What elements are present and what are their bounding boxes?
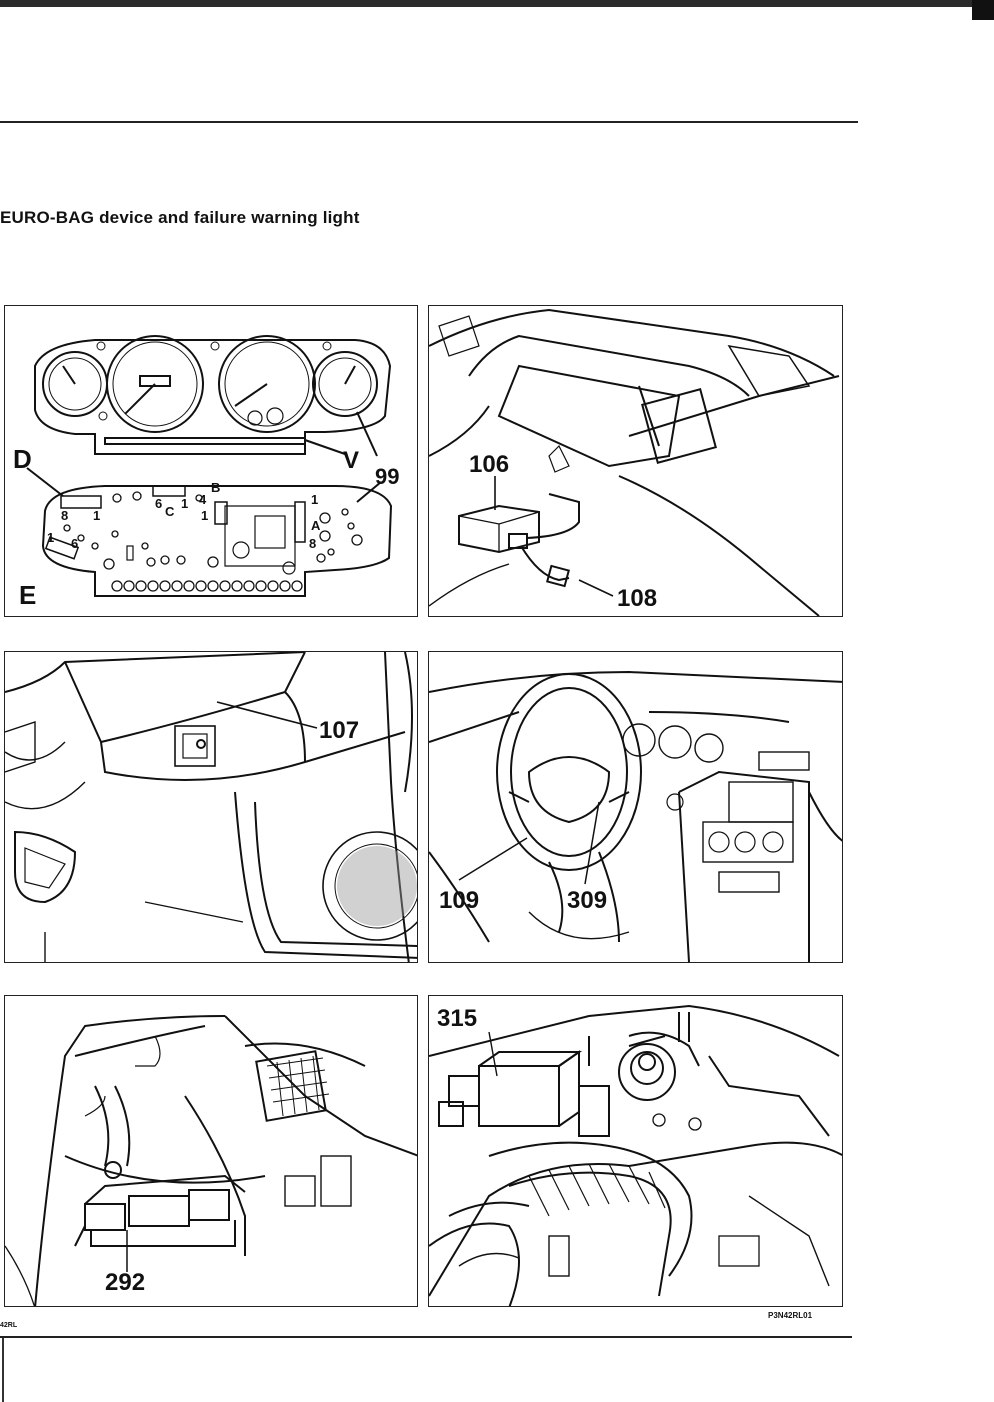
label-309: 309 [567,887,607,914]
label-d: D [13,444,32,474]
glovebox-module-figure: 106 108 [428,305,843,617]
label-108: 108 [617,585,657,612]
connector-label-b: B [211,480,220,495]
pin-label-1: 1 [93,508,100,523]
label-106: 106 [469,451,509,478]
engine-bay-drawing: 315 [429,1004,842,1306]
label-v: V [343,447,359,474]
pin-label-1e: 1 [47,530,54,545]
pin-label-4: 4 [199,492,207,507]
label-109: 109 [439,887,479,914]
footer-rule [0,1336,852,1338]
page-code: 42RL [0,1322,18,1329]
footwell-unit-drawing: 292 [5,1015,417,1306]
glovebox-door-figure: 107 [4,651,418,963]
glovebox-module-drawing: 106 108 [429,308,840,616]
pin-label-8: 8 [61,508,68,523]
footwell-unit-figure: 292 [4,995,418,1307]
engine-bay-figure: 315 [428,995,843,1307]
label-107: 107 [319,717,359,744]
scan-corner-mark [972,0,994,20]
connector-label-c: C [165,504,175,519]
pin-label-1c: 1 [201,508,208,523]
label-99: 99 [375,464,399,489]
figure-reference-code: P3N42RL01 [768,1311,813,1320]
scan-left-edge [2,1338,4,1402]
connector-pin-row [111,580,303,592]
steering-wheel-figure: 109 309 [428,651,843,963]
instrument-panel-drawing: D V 99 E 8 1 6 C 1 4 B 1 1 A 8 1 6 [13,335,399,610]
pin-label-6b: 6 [71,536,78,551]
label-292: 292 [105,1269,145,1296]
instrument-panel-figure: D V 99 E 8 1 6 C 1 4 B 1 1 A 8 1 6 [4,305,418,617]
scan-top-edge [0,0,994,7]
label-315: 315 [437,1005,477,1032]
glovebox-door-drawing: 107 [5,652,417,962]
pin-label-6: 6 [155,496,162,511]
header-rule [0,121,858,123]
page-title: EURO-BAG device and failure warning ligh… [0,208,360,227]
label-e: E [19,580,36,610]
pin-label-1b: 1 [181,496,188,511]
pin-label-1d: 1 [311,492,318,507]
connector-label-a: A [311,518,321,533]
steering-wheel-drawing: 109 309 [429,670,842,962]
pin-label-8b: 8 [309,536,316,551]
